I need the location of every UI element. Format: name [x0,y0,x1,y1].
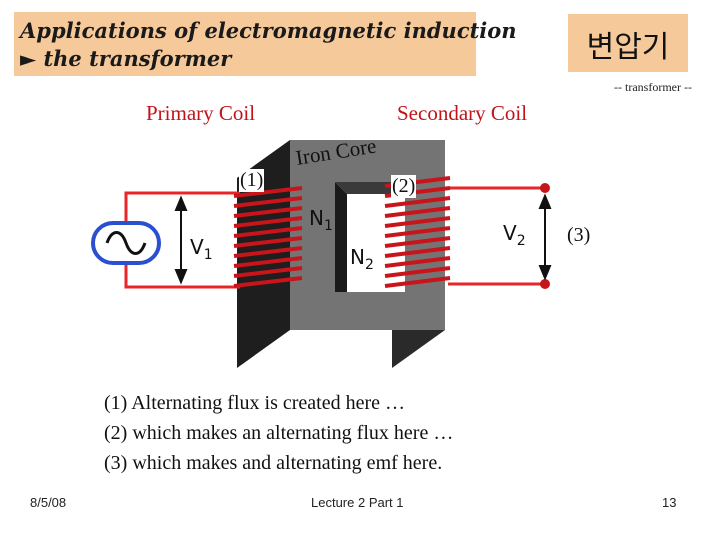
footer-page-number: 13 [662,495,677,510]
secondary-terminal-bottom [540,279,550,289]
title-box: Applications of electromagnetic inductio… [14,12,517,76]
primary-coil-label: Primary Coil [146,101,256,125]
slide-title-line-1: Applications of electromagnetic inductio… [20,18,517,43]
secondary-coil-label: Secondary Coil [397,101,528,125]
v1-label: V1 [190,235,213,263]
korean-title: 변압기 [586,30,670,65]
marker-1: (1) [239,169,265,192]
secondary-wires [448,186,543,286]
iron-core-window-wall-left [335,182,347,292]
n2-label: N2 [350,245,374,273]
marker-3: (3) [566,224,592,247]
primary-wire-top [124,191,240,222]
slide-title-line-2: ► the transformer [20,46,232,71]
primary-coil-windings [233,186,303,288]
explanation-notes: (1) Alternating flux is created here … (… [104,388,453,478]
iron-core-window-back [347,194,405,292]
v1-double-arrow [174,195,188,285]
n2-label-sub: 2 [365,257,374,273]
primary-wires [124,191,240,289]
v1-label-sub: 1 [204,247,213,263]
note-line-3: (3) which makes and alternating emf here… [104,452,443,474]
slide-subtitle: -- transformer -- [614,80,692,94]
secondary-terminal-top [540,183,550,193]
v2-label: V2 [503,221,526,249]
n1-label-sub: 1 [324,218,333,234]
n1-label-main: N [309,206,324,230]
ac-sine-icon [105,231,147,255]
v1-label-main: V [190,235,204,259]
marker-2: (2) [391,175,417,198]
n1-label: N1 [309,206,333,234]
footer-lecture: Lecture 2 Part 1 [311,495,404,510]
n2-label-main: N [350,245,365,269]
note-line-2: (2) which makes an alternating flux here… [104,422,454,444]
korean-title-box: 변압기 [568,14,688,72]
v2-double-arrow [538,193,552,281]
v2-label-sub: 2 [517,233,526,249]
footer-date: 8/5/08 [30,495,67,510]
primary-wire-bottom [124,262,240,289]
v2-label-main: V [503,221,517,245]
note-line-1: (1) Alternating flux is created here … [104,392,405,414]
